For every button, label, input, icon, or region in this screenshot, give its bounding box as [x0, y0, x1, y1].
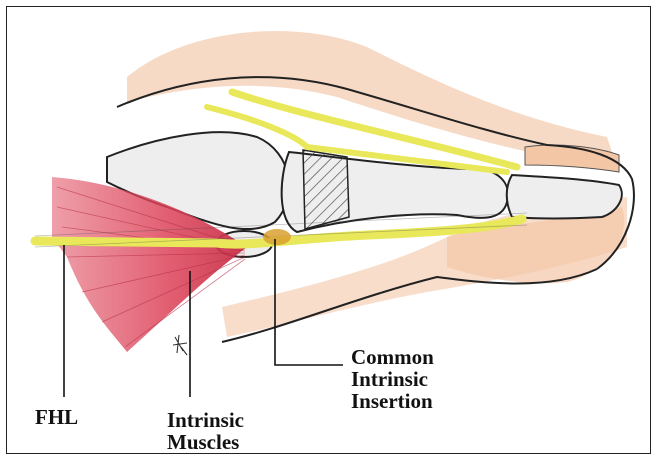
- intrinsic-muscles-label: Intrinsic Muscles: [167, 409, 244, 453]
- intrinsic-muscles-label-line2: Muscles: [167, 431, 244, 453]
- plantar-plate-hatched: [303, 150, 349, 229]
- fhl-label: FHL: [35, 406, 78, 428]
- toe-anatomy-illustration: [7, 7, 651, 454]
- diagram-frame: FHL Intrinsic Muscles Common Intrinsic I…: [6, 6, 651, 454]
- common-insertion-label-line3: Insertion: [351, 390, 434, 412]
- common-insertion-label-line2: Intrinsic: [351, 368, 434, 390]
- distal-phalanx: [507, 175, 622, 219]
- common-intrinsic-insertion-label: Common Intrinsic Insertion: [351, 346, 434, 412]
- artist-signature: [173, 335, 187, 355]
- intrinsic-muscles-label-line1: Intrinsic: [167, 409, 244, 431]
- common-insertion-mark: [263, 229, 291, 245]
- common-insertion-label-line1: Common: [351, 346, 434, 368]
